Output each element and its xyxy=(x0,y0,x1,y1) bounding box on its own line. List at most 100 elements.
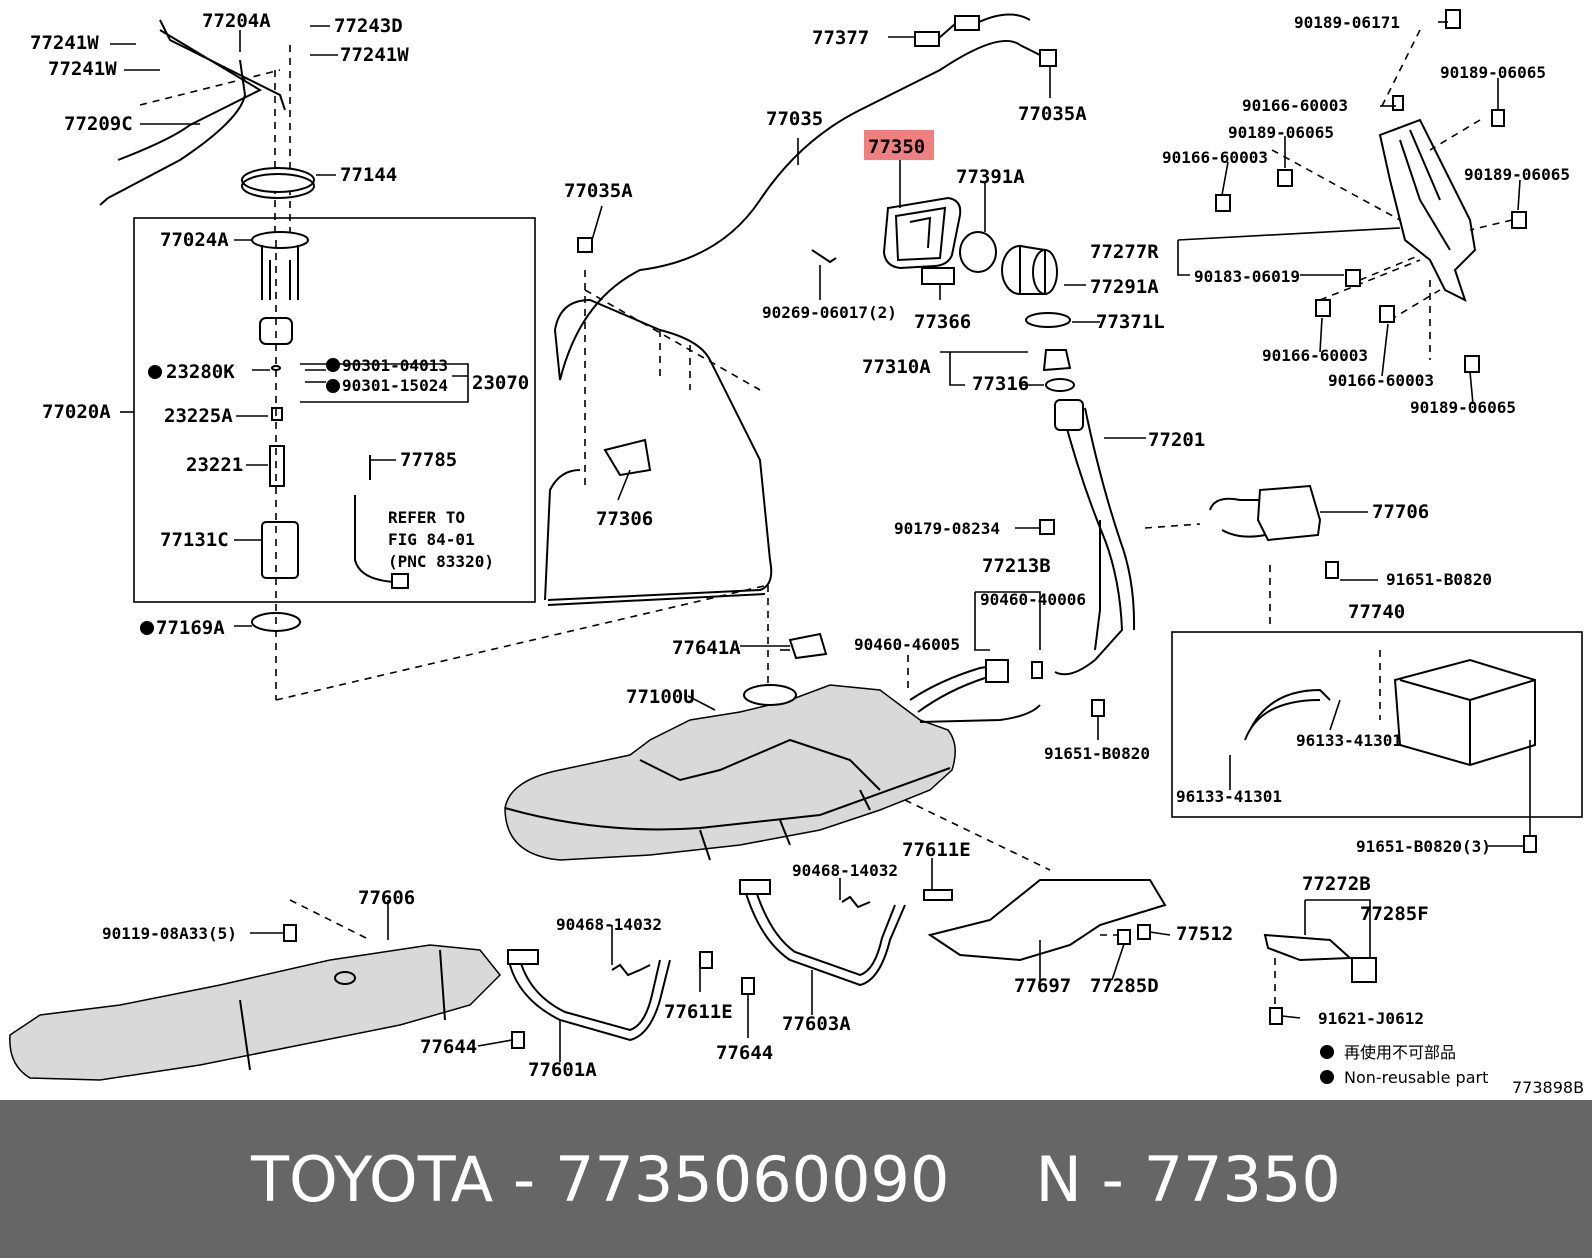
fuel-line-77209c xyxy=(99,19,286,206)
label-77024a: 77024A xyxy=(160,229,229,251)
label-77377: 77377 xyxy=(812,27,869,49)
label-77241w-a: 77241W xyxy=(30,32,99,54)
bolt-91651-lower xyxy=(1523,835,1537,853)
part-labels: 77241W 77241W 77204A 77243D 77241W 77209… xyxy=(30,10,1584,1097)
label-77204a: 77204A xyxy=(202,10,271,32)
label-90189-06065-a: 90189-06065 xyxy=(1440,63,1546,82)
label-91651-c: 91651-B0820(3) xyxy=(1356,837,1491,856)
label-23280k: 23280K xyxy=(166,361,235,383)
label-90119: 90119-08A33(5) xyxy=(102,924,237,943)
bolt-91651-mid xyxy=(1091,699,1105,717)
label-77144: 77144 xyxy=(340,164,397,186)
label-90189-06171: 90189-06171 xyxy=(1294,13,1400,32)
clip-77035a xyxy=(1039,49,1057,67)
non-reusable-marks xyxy=(140,358,1334,1084)
highlight-77350 xyxy=(864,130,934,160)
pump-bracket-77024a xyxy=(251,231,309,300)
fuel-pump-parts xyxy=(251,317,301,632)
label-77306: 77306 xyxy=(596,508,653,530)
filler-housing-77291a xyxy=(1001,244,1058,295)
label-77512: 77512 xyxy=(1176,923,1233,945)
label-90166-b: 90166-60003 xyxy=(1162,148,1268,167)
label-23225a: 23225A xyxy=(164,405,233,427)
screw-90269 xyxy=(811,249,837,264)
label-refer-3: (PNC 83320) xyxy=(388,552,494,571)
label-77100u: 77100U xyxy=(626,686,695,708)
clip-77035a-left xyxy=(577,237,593,253)
lid-spring-77366 xyxy=(921,267,955,285)
label-90460-40006: 90460-40006 xyxy=(980,590,1086,609)
sender-gauge-77785 xyxy=(354,455,409,589)
label-90166-d: 90166-60003 xyxy=(1328,371,1434,390)
label-77035a-left: 77035A xyxy=(564,180,633,202)
label-77366: 77366 xyxy=(914,311,971,333)
label-77169a: 77169A xyxy=(156,617,225,639)
label-77316: 77316 xyxy=(972,373,1029,395)
bolts-right xyxy=(1215,9,1527,373)
label-77644-b: 77644 xyxy=(716,1042,773,1064)
label-77241w-b: 77241W xyxy=(48,58,117,80)
label-77285d: 77285D xyxy=(1090,975,1159,997)
footer-bar: TOYOTA - 7735060090 N - 77350 xyxy=(0,1100,1592,1258)
diagram-code: 773898B xyxy=(1512,1078,1584,1097)
label-90166-c: 90166-60003 xyxy=(1262,346,1368,365)
leader-lines xyxy=(110,21,1524,1062)
label-77131c: 77131C xyxy=(160,529,229,551)
label-77740: 77740 xyxy=(1348,601,1405,623)
label-77243d: 77243D xyxy=(334,15,403,37)
breather-tube-77035 xyxy=(544,39,1041,606)
gasket-77371l xyxy=(1025,312,1071,328)
bracket-77272b xyxy=(1263,933,1377,983)
label-90301-04013: 90301-04013 xyxy=(342,356,448,375)
label-91651-b: 91651-B0820 xyxy=(1044,744,1150,763)
label-77277r: 77277R xyxy=(1090,241,1159,263)
fuel-pump-assembly-box xyxy=(133,217,536,603)
label-77611e-b: 77611E xyxy=(902,839,971,861)
label-90183: 90183-06019 xyxy=(1194,267,1300,286)
label-77272b: 77272B xyxy=(1302,873,1371,895)
legend-en: Non-reusable part xyxy=(1344,1068,1488,1087)
legend-jp: 再使用不可部品 xyxy=(1344,1043,1456,1062)
label-77706: 77706 xyxy=(1372,501,1429,523)
lock-ring-77144 xyxy=(241,167,315,199)
filler-bracket-77277r xyxy=(1378,118,1477,302)
charcoal-canister-77740 xyxy=(1244,658,1536,767)
label-77606: 77606 xyxy=(358,887,415,909)
hose-77213b xyxy=(909,659,1043,723)
label-77644-a: 77644 xyxy=(420,1036,477,1058)
label-77603a: 77603A xyxy=(782,1013,851,1035)
clip-90468-b xyxy=(841,895,871,909)
label-77641a: 77641A xyxy=(672,637,741,659)
label-91651-a: 91651-B0820 xyxy=(1386,570,1492,589)
fuel-tank-77100u xyxy=(504,684,956,861)
label-77371l: 77371L xyxy=(1096,311,1165,333)
canister-77706 xyxy=(1209,484,1322,542)
label-77350: 77350 xyxy=(868,136,925,158)
tank-protector-77606 xyxy=(9,944,502,1081)
label-77035a-top: 77035A xyxy=(1018,103,1087,125)
label-77201: 77201 xyxy=(1148,429,1205,451)
connector-77377 xyxy=(914,13,1031,47)
label-refer-1: REFER TO xyxy=(388,508,465,527)
part-number-text: TOYOTA - 7735060090 xyxy=(251,1142,950,1216)
label-77697: 77697 xyxy=(1014,975,1071,997)
label-90468-b: 90468-14032 xyxy=(792,861,898,880)
label-77285f: 77285F xyxy=(1360,903,1429,925)
charcoal-canister-box xyxy=(1171,631,1583,818)
label-refer-2: FIG 84-01 xyxy=(388,530,475,549)
bracket-77697 xyxy=(927,879,1167,962)
pad-77641a xyxy=(788,632,828,660)
label-77035: 77035 xyxy=(766,108,823,130)
label-90189-06065-d: 90189-06065 xyxy=(1410,398,1516,417)
fuel-cap-77310a xyxy=(1042,349,1075,392)
label-77291a: 77291A xyxy=(1090,276,1159,298)
label-90189-06065-c: 90189-06065 xyxy=(1464,165,1570,184)
label-23221: 23221 xyxy=(186,454,243,476)
tank-band-77601a xyxy=(507,949,671,1042)
label-90179: 90179-08234 xyxy=(894,519,1000,538)
label-96133-b: 96133-41301 xyxy=(1176,787,1282,806)
label-90166-a: 90166-60003 xyxy=(1242,96,1348,115)
filler-pipe-77201 xyxy=(1054,399,1136,676)
label-77310a: 77310A xyxy=(862,356,931,378)
clip-90179 xyxy=(1039,519,1055,535)
